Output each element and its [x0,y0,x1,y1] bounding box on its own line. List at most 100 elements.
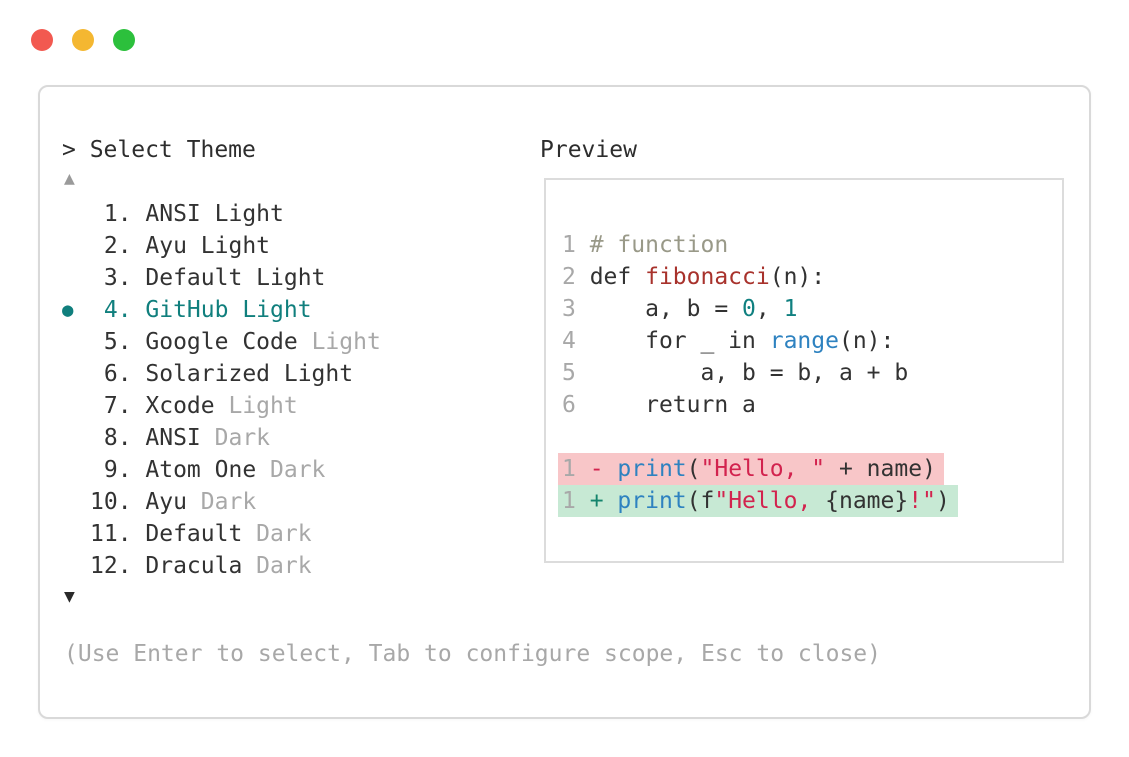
theme-item-1[interactable]: 1. ANSI Light [60,198,381,230]
theme-item-number: 1. [90,201,146,227]
theme-item-number: 8. [90,425,146,451]
theme-item-number: 6. [90,361,146,387]
preview-title: Preview [540,137,637,163]
code-line: 2 def fibonacci(n): [562,261,1062,293]
code-token: (f [686,488,715,514]
theme-picker-window: > Select Theme ▲ 1. ANSI Light 2. Ayu Li… [38,85,1091,719]
code-token: ) [935,488,950,514]
code-token: print [617,456,687,482]
selected-bullet-icon: ● [62,299,74,321]
theme-item-variant: Dark [242,521,312,547]
theme-item-name: Xcode [145,393,215,419]
code-token: !" [908,488,936,514]
theme-item-number: 10. [90,489,146,515]
theme-item-number: 7. [90,393,146,419]
theme-item-number: 5. [90,329,146,355]
theme-item-variant: Dark [186,489,257,515]
code-token: # function [589,232,729,258]
code-token: return a [589,392,756,418]
code-token: print [617,488,687,514]
theme-item-variant: Dark [256,457,326,483]
theme-item-name: Default Light [145,265,326,291]
theme-item-number: 9. [90,457,146,483]
code-token: + name) [825,456,936,482]
footer-hint: (Use Enter to select, Tab to configure s… [64,641,881,667]
close-button[interactable] [31,29,53,51]
theme-item-11[interactable]: 11. Default Dark [60,518,381,550]
line-number: 3 [562,296,590,322]
theme-item-number: 11. [90,521,146,547]
theme-item-name: Ayu Light [145,233,271,259]
zoom-button[interactable] [113,29,135,51]
code-token: for _ in [589,328,770,354]
code-token: 0 [742,296,756,322]
code-line: 5 a, b = b, a + b [562,357,1062,389]
theme-item-name: Solarized Light [145,361,354,387]
theme-item-number: 4. [90,297,146,323]
theme-item-variant: Light [297,329,381,355]
theme-item-12[interactable]: 12. Dracula Dark [60,550,381,582]
theme-item-3[interactable]: 3. Default Light [60,262,381,294]
line-number: 4 [562,328,590,354]
theme-item-9[interactable]: 9. Atom One Dark [60,454,381,486]
code-line: 4 for _ in range(n): [562,325,1062,357]
theme-item-7[interactable]: 7. Xcode Light [60,390,381,422]
line-number: 6 [562,392,590,418]
theme-item-name: ANSI [145,425,201,451]
theme-item-name: Dracula [145,553,243,579]
line-number: 5 [562,360,590,386]
theme-item-variant: Light [214,393,298,419]
blank-line [562,421,1062,453]
diff-highlight-removed: 1 - print("Hello, " + name) [558,453,944,485]
code-token: a, b = b, a + b [589,360,909,386]
code-token: ( [686,456,701,482]
diff-sign-added: + [589,488,618,514]
theme-item-number: 2. [90,233,146,259]
line-number: 2 [562,264,590,290]
line-number: 1 [562,232,590,258]
theme-item-5[interactable]: 5. Google Code Light [60,326,381,358]
prompt-label: > Select Theme [62,137,256,163]
theme-item-variant: Dark [200,425,271,451]
code-token: def [589,264,646,290]
code-line: 1 # function [562,229,1062,261]
code-token: a, b = [589,296,743,322]
diff-highlight-added: 1 + print(f"Hello, {name}!") [558,485,958,517]
code-token: "Hello, [714,488,826,514]
line-number: 1 [562,488,590,514]
theme-item-8[interactable]: 8. ANSI Dark [60,422,381,454]
code-token: {name} [825,488,909,514]
theme-item-name: Ayu [145,489,187,515]
theme-item-name: Atom One [145,457,257,483]
theme-item-name: GitHub Light [145,297,312,323]
theme-item-4[interactable]: ● 4. GitHub Light [60,294,381,326]
theme-item-number: 3. [90,265,146,291]
theme-item-6[interactable]: 6. Solarized Light [60,358,381,390]
code-token: , [755,296,784,322]
diff-line-removed: 1 - print("Hello, " + name) [558,453,1062,485]
theme-item-name: Default [145,521,243,547]
line-number: 1 [562,456,590,482]
code-line: 6 return a [562,389,1062,421]
code-token: (n): [769,264,826,290]
code-line: 3 a, b = 0, 1 [562,293,1062,325]
minimize-button[interactable] [72,29,94,51]
diff-line-added: 1 + print(f"Hello, {name}!") [558,485,1062,517]
theme-item-10[interactable]: 10. Ayu Dark [60,486,381,518]
traffic-lights [31,29,135,51]
code-token: (n): [838,328,895,354]
theme-item-variant: Dark [242,553,312,579]
scroll-down-indicator-icon[interactable]: ▼ [64,586,75,607]
scroll-up-indicator-icon[interactable]: ▲ [64,168,75,189]
code-token: 1 [783,296,798,322]
code-token: "Hello, " [700,456,826,482]
theme-item-2[interactable]: 2. Ayu Light [60,230,381,262]
diff-sign-removed: - [589,456,618,482]
theme-item-name: Google Code [145,329,298,355]
theme-item-name: ANSI Light [145,201,284,227]
theme-list: 1. ANSI Light 2. Ayu Light 3. Default Li… [60,198,381,582]
code-token: range [769,328,839,354]
theme-item-number: 12. [90,553,146,579]
